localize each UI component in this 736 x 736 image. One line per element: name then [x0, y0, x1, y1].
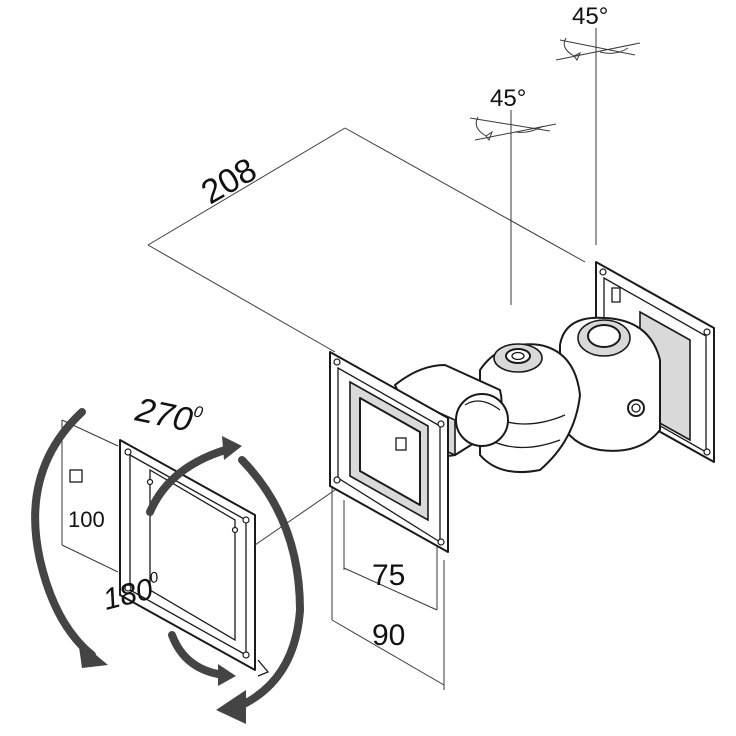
large-square-label: 90	[372, 619, 405, 652]
lower-swivel-indicator: 45°	[469, 85, 557, 305]
vesa-hole	[437, 538, 445, 546]
upper-swivel-label: 45°	[572, 3, 608, 30]
pattern-square-icon	[69, 469, 83, 483]
wall-plate-hole	[599, 268, 607, 276]
height-dimensions: 75 90	[331, 475, 445, 690]
rotation-value: 270	[131, 390, 195, 439]
wall-plate-hole	[703, 328, 711, 336]
adjust-screw-icon	[627, 399, 645, 417]
adapter-hole	[124, 448, 132, 456]
vesa-hole	[333, 476, 341, 484]
small-square-label: 75	[372, 559, 405, 592]
lower-swivel-label: 45°	[490, 85, 526, 112]
adapter-hole	[231, 526, 239, 534]
vesa-hole	[333, 358, 341, 366]
wall-plate-hole	[703, 448, 711, 456]
alt-pattern-label: 100	[68, 507, 105, 532]
adapter-hole	[242, 516, 250, 524]
front-vesa-plate	[329, 351, 449, 553]
adapter-hole	[124, 584, 132, 592]
rotation-degree: 0	[192, 403, 204, 421]
adapter-hole	[146, 478, 154, 486]
vesa-hole	[437, 420, 445, 428]
adapter-hole	[242, 651, 250, 659]
width-label: 208	[195, 151, 263, 212]
arm-assembly	[394, 316, 661, 474]
rotation-arrows	[31, 408, 305, 724]
upper-swivel-indicator: 45°	[555, 3, 641, 245]
width-dimension: 208	[147, 127, 586, 353]
rotation-label: 2700	[131, 390, 204, 441]
